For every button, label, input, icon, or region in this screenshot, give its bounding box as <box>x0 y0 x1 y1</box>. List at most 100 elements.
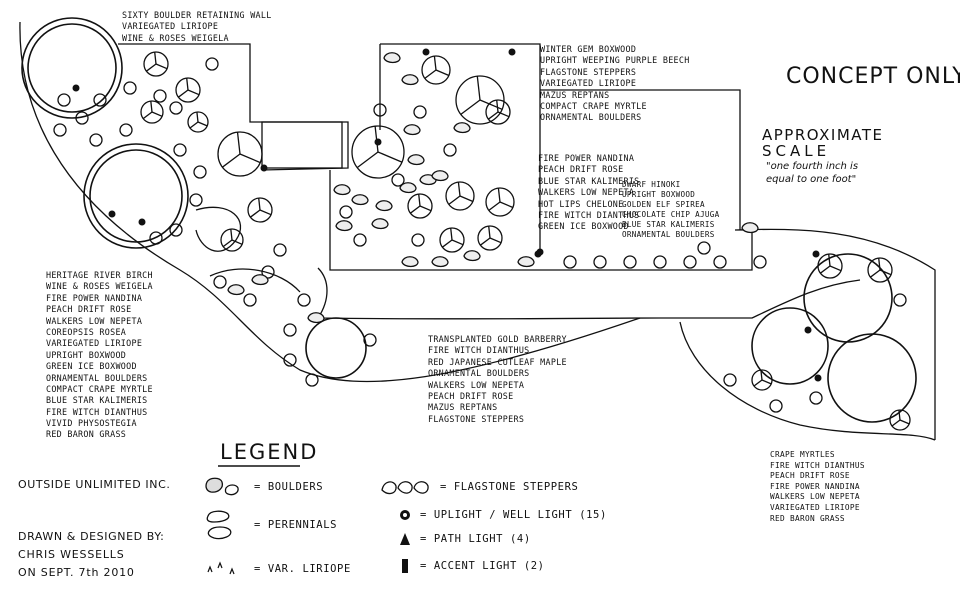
tree-spoke <box>433 56 437 71</box>
perennial-symbol <box>363 333 377 347</box>
tree-canopy <box>439 227 465 253</box>
tree-symbol <box>187 111 209 133</box>
boulder-icon <box>205 477 239 496</box>
perennial-symbol <box>893 293 907 307</box>
perennial-symbols <box>53 57 907 413</box>
plant-list-item: WINTER GEM BOXWOOD <box>540 44 637 54</box>
plant-list-item: WINE & ROSES WEIGELA <box>46 281 153 292</box>
tree-canopy <box>175 77 201 103</box>
tree-symbol <box>140 100 164 124</box>
perennial-symbol <box>93 93 107 107</box>
tree-canopy <box>220 228 244 252</box>
tree-spoke <box>480 237 491 246</box>
perennial-symbol <box>283 323 297 337</box>
perennial-symbol <box>683 255 697 269</box>
boulder-symbol <box>517 256 535 268</box>
perennial-symbol <box>169 223 183 237</box>
uplight-symbols <box>72 48 822 382</box>
perennial-symbol <box>305 373 319 387</box>
tree-canopy <box>477 225 503 251</box>
tree-symbol <box>421 55 451 85</box>
tree-canopy <box>217 131 263 177</box>
plant-list-item: WALKERS LOW NEPETA <box>770 492 860 502</box>
tree-spoke <box>898 410 901 421</box>
boulder-symbol <box>407 154 425 166</box>
uplight-symbol <box>508 48 516 56</box>
uplight-icon <box>400 510 410 520</box>
tree-spoke <box>435 69 450 77</box>
tree-spoke <box>891 419 901 427</box>
tree-spoke <box>497 111 510 118</box>
tree-spoke <box>870 269 881 278</box>
plant-list-item: GREEN ICE BOXWOOD <box>46 361 137 372</box>
uplight-symbol <box>260 164 268 172</box>
plant-list-item: DWARF HINOKI <box>622 180 681 189</box>
tree-symbol <box>485 99 511 125</box>
boulder-symbol <box>399 182 417 194</box>
perennial-symbol <box>373 103 387 117</box>
boulder-symbol <box>463 250 481 262</box>
uplight-symbol <box>536 248 544 256</box>
tree-spoke <box>878 258 881 271</box>
plant-list-item: WINE & ROSES WEIGELA <box>122 32 229 43</box>
plant-list-left: HERITAGE RIVER BIRCH WINE & ROSES WEIGEL… <box>46 270 153 441</box>
legend-label: = VAR. LIRIOPE <box>254 563 351 575</box>
tree-symbol <box>455 75 505 125</box>
tree-spoke <box>410 205 421 214</box>
boulder-symbol <box>375 200 393 212</box>
tree-spoke <box>450 228 453 241</box>
plant-list-item: FLAGSTONE STEPPERS <box>540 66 637 77</box>
perennial-symbol <box>169 101 183 115</box>
uplight-symbol <box>814 374 822 382</box>
tree-spoke <box>479 99 503 110</box>
tree-symbol <box>175 77 201 103</box>
perennial-symbol <box>149 231 163 245</box>
tree-canopy <box>817 253 843 279</box>
boulder-symbol <box>251 274 269 286</box>
plant-list-item: ORNAMENTAL BOULDERS <box>622 230 715 239</box>
perennial-symbol <box>193 165 207 179</box>
tree-canopy <box>867 257 893 283</box>
plant-list-item: PEACH DRIFT ROSE <box>770 471 850 481</box>
boulder-symbol <box>227 284 245 296</box>
tree-spoke <box>820 265 831 274</box>
tree-spoke <box>828 254 831 267</box>
uplight-symbol <box>804 326 812 334</box>
tree-spoke <box>489 237 502 244</box>
tree-spoke <box>230 229 233 241</box>
tree-spoke <box>142 111 153 120</box>
legend-item-perennials: = PERENNIALS <box>204 508 337 542</box>
small-tree-symbols <box>140 51 911 431</box>
perennial-symbol <box>713 255 727 269</box>
tree-symbol <box>217 131 263 177</box>
plant-list-top-left: SIXTY BOULDER RETAINING WALL VARIEGATED … <box>122 10 272 44</box>
tree-spoke <box>146 63 157 72</box>
tree-canopy <box>485 187 515 217</box>
tree-spoke <box>187 89 200 96</box>
tree-spoke <box>178 89 189 98</box>
plant-list-item: FIRE POWER NANDINA <box>46 292 143 303</box>
perennial-icon <box>206 510 232 540</box>
plant-list-item: PEACH DRIFT ROSE <box>538 164 624 175</box>
boulder-symbol <box>401 74 419 86</box>
uplight-symbol <box>422 48 430 56</box>
plant-list-item: FIRE POWER NANDINA <box>538 153 635 163</box>
tree-canopy <box>421 55 451 85</box>
plant-list-item: FLAGSTONE STEPPERS <box>428 413 525 424</box>
plant-list-item: CHOCOLATE CHIP AJUGA <box>622 210 720 219</box>
legend-item-path-light: = PATH LIGHT (4) <box>398 532 531 546</box>
plant-list-item: SIXTY BOULDER RETAINING WALL <box>122 10 272 20</box>
plant-list-item: VARIEGATED LIRIOPE <box>122 21 219 32</box>
tree-canopy <box>889 409 911 431</box>
boulder-symbol <box>453 122 471 134</box>
tree-canopy <box>143 51 169 77</box>
tree-symbol <box>485 187 515 217</box>
legend-item-flagstone: = FLAGSTONE STEPPERS <box>380 476 578 498</box>
boulder-symbol <box>335 220 353 232</box>
tree-symbol <box>407 193 433 219</box>
uplight-symbol <box>138 218 146 226</box>
scale-title: APPROXIMATE <box>762 126 884 144</box>
tree-spoke <box>231 239 243 245</box>
tree-spoke <box>197 121 208 127</box>
plant-list-item: TRANSPLANTED GOLD BARBERRY <box>428 334 567 344</box>
